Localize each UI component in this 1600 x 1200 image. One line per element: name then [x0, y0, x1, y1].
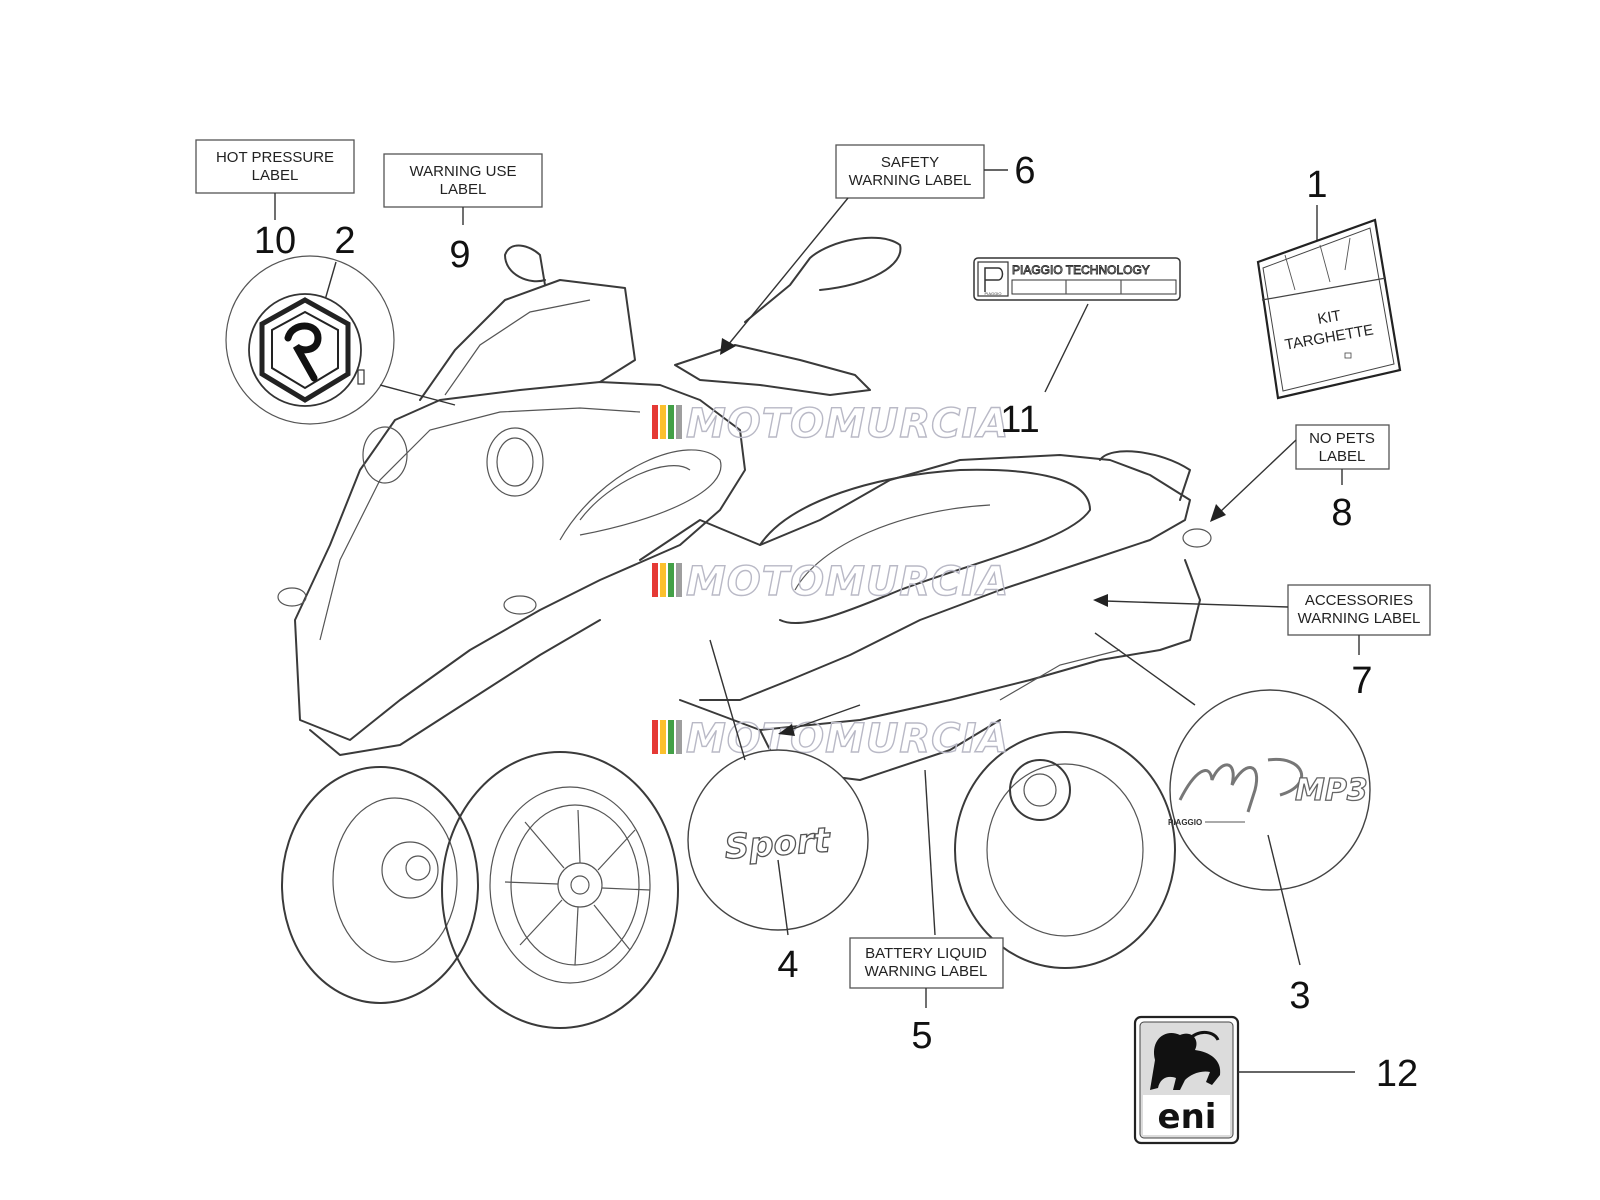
- part-number-8: 8: [1331, 492, 1352, 534]
- watermark-text: MOTOMURCIA: [686, 401, 1009, 447]
- detail-circle: [1169, 689, 1371, 891]
- callout-plate: PIAGGIO PIAGGIO TECHNOLOGY 11: [973, 257, 1181, 441]
- piaggio-emblem-icon: [248, 293, 365, 407]
- sport-decal-text: Sport: [723, 820, 832, 867]
- label-line-1: WARNING USE: [410, 163, 517, 180]
- scooter-drawing: [277, 236, 1212, 1029]
- watermark-2: MOTOMURCIA: [652, 558, 1009, 606]
- piaggio-p-logo-icon: PIAGGIO: [977, 261, 1009, 297]
- callout-emblem: 2: [225, 220, 456, 425]
- part-number-12: 12: [1376, 1053, 1418, 1095]
- label-line-2: WARNING LABEL: [849, 172, 972, 189]
- label-line-1: NO PETS: [1309, 430, 1375, 447]
- mp3-brand-text: PIAGGIO: [1168, 818, 1202, 827]
- watermark-1: MOTOMURCIA: [652, 400, 1009, 448]
- callout-hot-pressure: HOT PRESSURE LABEL 10: [195, 139, 355, 262]
- label-line-1: HOT PRESSURE: [216, 149, 334, 166]
- label-box: [849, 937, 1004, 989]
- label-line-1: BATTERY LIQUID: [865, 945, 987, 962]
- callout-safety-warning: SAFETY WARNING LABEL 6: [720, 144, 1036, 355]
- label-box: [383, 153, 543, 208]
- part-number-3: 3: [1289, 975, 1310, 1017]
- part-number-6: 6: [1014, 150, 1035, 192]
- callout-kit: 1 KIT TARGHETTE: [1256, 164, 1402, 400]
- detail-circle: [687, 749, 869, 931]
- plate-title: PIAGGIO TECHNOLOGY: [1012, 263, 1150, 277]
- mp3-logo: MP3 PIAGGIO: [1168, 757, 1368, 827]
- arrow-sport-location: [778, 704, 861, 736]
- kit-bag-icon: KIT TARGHETTE: [1256, 218, 1402, 400]
- callout-accessories-warning: ACCESSORIES WARNING LABEL 7: [1093, 584, 1431, 702]
- plate-outline: [973, 257, 1181, 301]
- label-line-2: WARNING LABEL: [865, 963, 988, 980]
- callout-sport: Sport 4: [687, 639, 869, 986]
- label-line-2: LABEL: [1319, 448, 1366, 465]
- watermark-3: MOTOMURCIA: [652, 715, 1009, 763]
- plate-logo-text: PIAGGIO: [985, 291, 1002, 296]
- watermark-text: MOTOMURCIA: [686, 559, 1009, 605]
- eni-dog-logo-icon: eni: [1133, 1015, 1240, 1145]
- label-line-2: LABEL: [252, 167, 299, 184]
- label-line-1: ACCESSORIES: [1305, 592, 1413, 609]
- part-number-4: 4: [777, 944, 798, 986]
- label-box: [835, 144, 985, 199]
- part-number-2: 2: [334, 220, 355, 262]
- label-line-1: SAFETY: [881, 154, 939, 171]
- label-box: [1287, 584, 1431, 636]
- part-number-10: 10: [254, 220, 296, 262]
- kit-line-1: KIT: [1316, 307, 1342, 328]
- part-number-11: 11: [1000, 399, 1039, 441]
- part-number-1: 1: [1306, 164, 1327, 206]
- part-number-7: 7: [1351, 660, 1372, 702]
- detail-circle: [225, 255, 395, 425]
- callout-warning-use: WARNING USE LABEL 9: [383, 153, 543, 276]
- eni-text: eni: [1158, 1097, 1217, 1137]
- label-line-2: WARNING LABEL: [1298, 610, 1421, 627]
- callout-battery-liquid: BATTERY LIQUID WARNING LABEL 5: [849, 769, 1004, 1057]
- callout-no-pets: NO PETS LABEL 8: [1210, 424, 1390, 534]
- label-line-2: LABEL: [440, 181, 487, 198]
- callout-eni: eni 12: [1133, 1015, 1418, 1145]
- part-number-5: 5: [911, 1015, 932, 1057]
- label-box: [1295, 424, 1390, 470]
- mp3-logo-text: MP3: [1295, 773, 1368, 808]
- callout-mp3: MP3 PIAGGIO 3: [1094, 632, 1371, 1017]
- part-number-9: 9: [449, 234, 470, 276]
- label-box: [195, 139, 355, 194]
